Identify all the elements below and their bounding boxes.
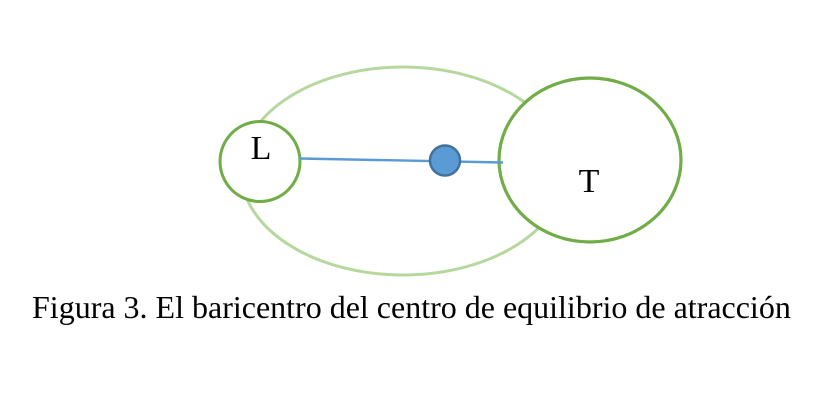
center-line-icon: [299, 157, 504, 164]
figure-caption: Figura 3. El baricentro del centro de eq…: [32, 289, 791, 325]
barycenter-dot-icon: [428, 144, 462, 177]
moon-circle-icon: [218, 120, 302, 203]
earth-circle-icon: [497, 76, 683, 244]
moon-label: L: [251, 130, 272, 167]
earth-label: T: [579, 163, 600, 200]
